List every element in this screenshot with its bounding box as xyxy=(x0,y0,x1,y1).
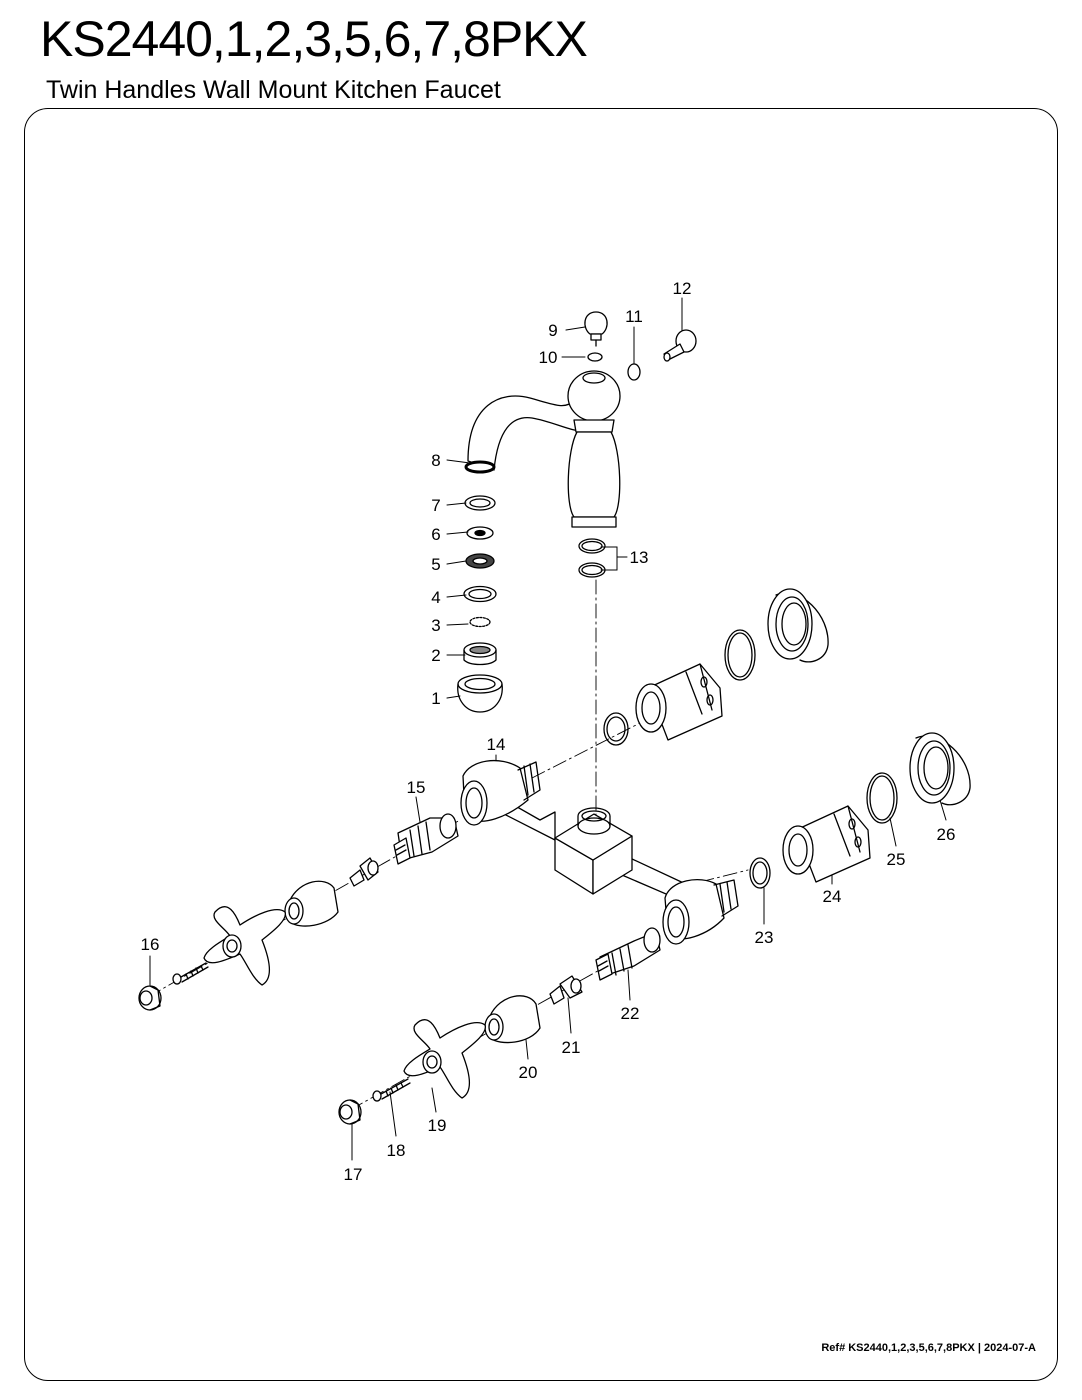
upper-supply-o-ring xyxy=(724,629,756,681)
callout-19: 19 xyxy=(428,1116,447,1135)
part-4-ring xyxy=(463,585,497,603)
part-24-supply-connector xyxy=(782,805,871,883)
part-23-washer xyxy=(749,857,771,889)
part-6-gasket xyxy=(466,526,494,540)
callout-25: 25 xyxy=(887,850,906,869)
leader-lines xyxy=(149,297,947,1161)
callout-21: 21 xyxy=(562,1038,581,1057)
upper-wall-flange xyxy=(767,588,829,663)
part-12-pull-knob xyxy=(663,329,697,362)
callout-9: 9 xyxy=(548,321,557,340)
callout-10: 10 xyxy=(539,348,558,367)
part-15-cartridge xyxy=(393,813,459,865)
callout-22: 22 xyxy=(621,1004,640,1023)
part-1-aerator-housing xyxy=(457,674,503,713)
callout-4: 4 xyxy=(431,588,440,607)
callout-14: 14 xyxy=(487,735,506,754)
part-17-index-cap xyxy=(338,1099,362,1125)
model-title: KS2440,1,2,3,5,6,7,8PKX xyxy=(40,11,588,67)
part-20-bell-escutcheon xyxy=(484,995,541,1044)
part-10-washer xyxy=(587,352,603,362)
part-callouts: 1 2 3 4 5 6 7 8 9 10 11 12 13 14 15 16 1… xyxy=(141,279,956,1184)
part-2-insert xyxy=(463,642,497,666)
upper-supply-connector xyxy=(635,663,723,741)
part-22-cartridge xyxy=(595,927,661,981)
callout-13: 13 xyxy=(630,548,649,567)
upper-bell-escutcheon xyxy=(284,880,339,927)
part-3-mesh xyxy=(469,616,491,628)
assembly-center-lines xyxy=(147,579,749,1111)
callout-6: 6 xyxy=(431,525,440,544)
callout-2: 2 xyxy=(431,646,440,665)
part-14-wall-body xyxy=(460,760,739,945)
part-7-washer xyxy=(464,495,496,511)
part-8-spout-body xyxy=(464,370,621,528)
part-5-screen xyxy=(465,553,495,569)
document-reference: Ref# KS2440,1,2,3,5,6,7,8PKX | 2024-07-A xyxy=(821,1342,1036,1354)
part-18-handle-screw xyxy=(372,1078,411,1102)
part-13-o-rings xyxy=(578,538,606,578)
callout-20: 20 xyxy=(519,1063,538,1082)
callout-1: 1 xyxy=(431,689,440,708)
callout-16: 16 xyxy=(141,935,160,954)
callout-7: 7 xyxy=(431,496,440,515)
callout-15: 15 xyxy=(407,778,426,797)
callout-12: 12 xyxy=(673,279,692,298)
callout-11: 11 xyxy=(625,307,643,326)
part-25-o-ring xyxy=(866,772,898,824)
callout-18: 18 xyxy=(387,1141,406,1160)
callout-24: 24 xyxy=(823,887,842,906)
part-21-stem-adapter xyxy=(549,975,583,1005)
upper-supply-washer xyxy=(603,712,629,746)
callout-26: 26 xyxy=(937,825,956,844)
upper-handle-screw xyxy=(172,962,209,985)
callout-17: 17 xyxy=(344,1165,363,1184)
callout-5: 5 xyxy=(431,555,440,574)
part-11-o-ring xyxy=(627,363,641,381)
product-description: Twin Handles Wall Mount Kitchen Faucet xyxy=(46,76,501,104)
upper-stem-adapter xyxy=(349,857,379,887)
part-19-cross-handle xyxy=(403,1019,486,1099)
callout-3: 3 xyxy=(431,616,440,635)
upper-cross-handle xyxy=(203,906,286,986)
part-26-wall-flange xyxy=(909,732,971,806)
part-16-index-cap xyxy=(138,985,162,1011)
callout-8: 8 xyxy=(431,451,440,470)
diagram-frame xyxy=(24,108,1058,1381)
aerator-stack xyxy=(457,495,503,713)
part-9-finial xyxy=(584,311,608,347)
callout-23: 23 xyxy=(755,928,774,947)
